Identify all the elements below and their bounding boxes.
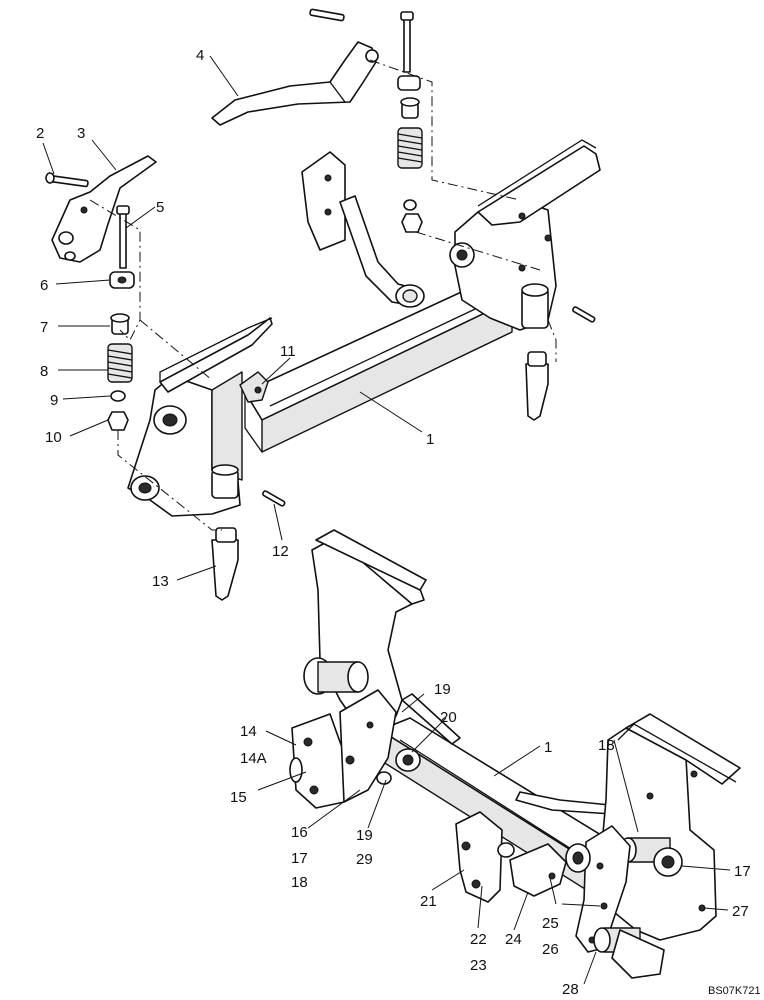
callout-16: 16: [291, 824, 308, 841]
callout-23: 23: [470, 957, 487, 974]
callout-2: 2: [36, 125, 44, 142]
drawing-code: BS07K721: [708, 985, 761, 997]
callout-11: 11: [280, 343, 296, 360]
callout-18-right: 18: [598, 737, 615, 754]
part-2-pin: [45, 172, 89, 188]
callout-18-left: 18: [291, 874, 308, 891]
callout-25: 25: [542, 915, 559, 932]
part-10-nut: [107, 411, 129, 431]
callout-8: 8: [40, 363, 48, 380]
callout-26: 26: [542, 941, 559, 958]
callout-3: 3: [77, 125, 85, 142]
callout-28: 28: [562, 981, 579, 998]
callout-7: 7: [40, 319, 48, 336]
right-spring-stack: [309, 8, 423, 233]
leader-lines: [42, 55, 731, 985]
assembly-alignment-lines: [89, 59, 557, 531]
part-9-washer: [110, 390, 126, 402]
part-13-wedge-pin: [211, 527, 239, 601]
right-wedge-pin: [525, 351, 549, 421]
part-6-block: [109, 271, 135, 289]
callout-12: 12: [272, 543, 289, 560]
callout-20: 20: [440, 709, 457, 726]
part-7-bushing: [110, 313, 130, 335]
callout-10: 10: [45, 429, 62, 446]
callout-13: 13: [152, 573, 169, 590]
callout-19-bottom: 19: [356, 827, 373, 844]
callout-1-upper: 1: [426, 431, 434, 448]
callout-19-top: 19: [434, 681, 451, 698]
callout-4: 4: [196, 47, 204, 64]
upper-coupler-frame: [127, 139, 601, 517]
right-handle-lever: [211, 41, 379, 126]
right-latch-linkage: [301, 151, 425, 308]
callout-22: 22: [470, 931, 487, 948]
part-8-spring: [107, 343, 133, 383]
lower-coupler-frame: [289, 529, 741, 979]
callout-17-left: 17: [291, 850, 308, 867]
callout-14: 14: [240, 723, 257, 740]
part-11-bracket: [239, 371, 269, 403]
callout-27: 27: [732, 903, 749, 920]
callout-6: 6: [40, 277, 48, 294]
left-handle-lever: [51, 155, 157, 263]
right-small-pin: [572, 306, 596, 323]
callout-5: 5: [156, 199, 164, 216]
callout-1-lower: 1: [544, 739, 552, 756]
callout-9: 9: [50, 392, 58, 409]
callout-29: 29: [356, 851, 373, 868]
callout-15: 15: [230, 789, 247, 806]
callout-24: 24: [505, 931, 522, 948]
callout-labels: 4 2 3 5 6 7 8 9 10 11 1 12 13 19 20 14 1…: [36, 47, 761, 998]
part-5-bolt: [116, 205, 130, 269]
callout-17-right: 17: [734, 863, 751, 880]
part-12-pin: [262, 490, 286, 507]
callout-14a: 14A: [240, 750, 267, 767]
callout-21: 21: [420, 893, 437, 910]
